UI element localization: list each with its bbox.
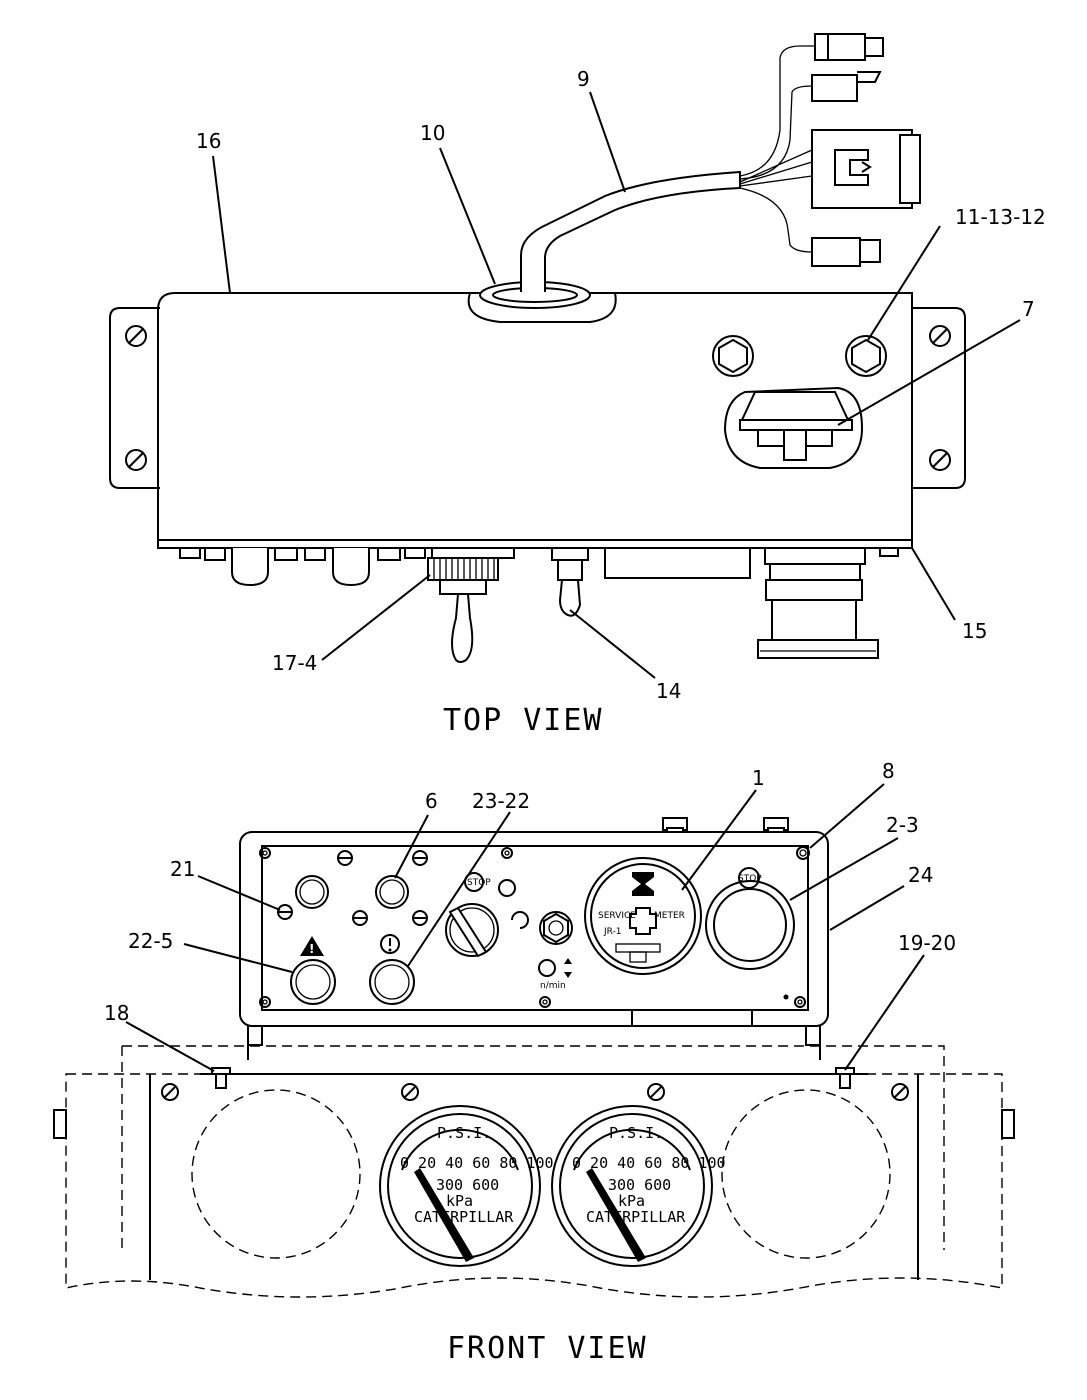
gauge-1-unit-bottom: kPa xyxy=(446,1192,473,1210)
connector-icon xyxy=(811,33,921,267)
rotate-icon xyxy=(511,911,529,929)
top-view: 16 10 9 11-13-12 7 15 17-4 14 TOP VIEW xyxy=(109,33,1046,738)
gauge-1-brand: CATERPILLAR xyxy=(414,1208,514,1226)
front-view-title: FRONT VIEW xyxy=(447,1331,648,1366)
callout-21: 21 xyxy=(170,857,195,881)
up-down-arrow-icon xyxy=(564,958,572,978)
harness-wires xyxy=(739,45,815,253)
panel-housing xyxy=(239,831,829,1027)
callout-23-22: 23-22 xyxy=(472,789,530,813)
panel-frame xyxy=(149,1074,919,1280)
emergency-stop-button[interactable] xyxy=(705,880,795,970)
callout-18: 18 xyxy=(104,1001,129,1025)
left-bracket xyxy=(247,1026,263,1060)
key-switch[interactable] xyxy=(445,903,499,957)
gauge-hole-left xyxy=(191,1089,361,1259)
rpm-label: n/min xyxy=(540,981,566,991)
gauge-2-unit-bottom: kPa xyxy=(618,1192,645,1210)
start-symbol-icon xyxy=(498,879,516,897)
top-nut-icon xyxy=(662,817,789,833)
service-meter xyxy=(584,857,702,975)
flange-screw-icon xyxy=(125,325,951,471)
callout-22-5: 22-5 xyxy=(128,929,173,953)
callout-1: 1 xyxy=(752,766,765,790)
key-switch-handle xyxy=(448,906,488,958)
front-leader-lines xyxy=(125,783,925,1072)
housing-body xyxy=(157,292,913,549)
callout-8: 8 xyxy=(882,759,895,783)
callout-7: 7 xyxy=(1022,297,1035,321)
pressure-gauge-2: P.S.I. 0 20 40 60 80 100 300 600 kPa CAT… xyxy=(551,1105,726,1267)
gauge-2-scale-top: 0 20 40 60 80 100 xyxy=(572,1154,726,1172)
callout-16: 16 xyxy=(196,129,221,153)
grommet-cutaway xyxy=(467,292,617,323)
right-bracket xyxy=(805,1026,821,1060)
side-nut-icon xyxy=(1001,1109,1015,1139)
cutaway-window xyxy=(723,386,864,469)
stop-symbol-icon xyxy=(738,867,760,889)
callout-6: 6 xyxy=(425,789,438,813)
stop-label-right: STOP xyxy=(738,874,762,884)
wiring-harness xyxy=(520,170,741,292)
gauge-1-unit-top: P.S.I. xyxy=(437,1124,491,1142)
callout-17-4: 17-4 xyxy=(272,651,317,675)
rpm-icon xyxy=(538,959,556,977)
gauge-2-unit-top: P.S.I. xyxy=(609,1124,663,1142)
callout-9: 9 xyxy=(577,67,590,91)
side-nut-icon xyxy=(53,1109,67,1139)
callout-15: 15 xyxy=(962,619,987,643)
left-flange xyxy=(109,307,160,489)
service-label: SERVICE xyxy=(598,911,636,921)
gauge-1-needle xyxy=(414,1168,474,1262)
mounting-bolt-icon xyxy=(211,1067,231,1075)
hex-nut-icon xyxy=(712,335,887,377)
front-view: ! STOP n/min SERVICE METER JR-1 STOP xyxy=(53,759,1015,1366)
warning-icon-mark: ! xyxy=(309,942,314,956)
throttle-toggle[interactable] xyxy=(539,911,573,945)
panel-face xyxy=(261,845,809,1011)
jr1-label: JR-1 xyxy=(603,927,622,937)
gauge-2-brand: CATERPILLAR xyxy=(586,1208,686,1226)
hourglass-icon xyxy=(632,872,654,896)
alert-icon xyxy=(380,934,400,954)
right-flange xyxy=(912,307,966,489)
callout-19-20: 19-20 xyxy=(898,931,956,955)
callout-10: 10 xyxy=(420,121,445,145)
dash-panel-outline xyxy=(65,1073,1003,1298)
panel-base-block xyxy=(631,1009,753,1027)
mounting-bolt-icon xyxy=(835,1067,855,1075)
stop-label-left: STOP xyxy=(467,878,491,888)
bottom-components xyxy=(179,547,899,663)
gauge-2-scale-bottom: 300 600 xyxy=(608,1176,671,1194)
callout-14: 14 xyxy=(656,679,681,703)
gauge-2-needle xyxy=(586,1168,646,1262)
slotted-screw-icon xyxy=(277,850,428,926)
indicator-lamp xyxy=(290,875,415,1005)
stop-symbol-icon xyxy=(464,872,484,892)
panel-screw-icon xyxy=(259,846,810,1008)
leader-lines xyxy=(212,91,1021,679)
gauge-1-scale-top: 0 20 40 60 80 100 xyxy=(400,1154,554,1172)
top-view-title: TOP VIEW xyxy=(443,703,604,738)
callout-11-13-12: 11-13-12 xyxy=(955,205,1046,229)
switch-body xyxy=(740,391,850,421)
callout-2-3: 2-3 xyxy=(886,813,919,837)
meter-label: METER xyxy=(654,911,685,921)
gauge-1-scale-bottom: 300 600 xyxy=(436,1176,499,1194)
pressure-gauge-1: P.S.I. 0 20 40 60 80 100 300 600 kPa CAT… xyxy=(379,1105,554,1267)
callout-24: 24 xyxy=(908,863,933,887)
gauge-hole-right xyxy=(721,1089,891,1259)
warning-icon xyxy=(300,936,324,956)
mounting-plate-outline xyxy=(121,1045,945,1250)
dash-screw-icon xyxy=(161,1083,909,1101)
